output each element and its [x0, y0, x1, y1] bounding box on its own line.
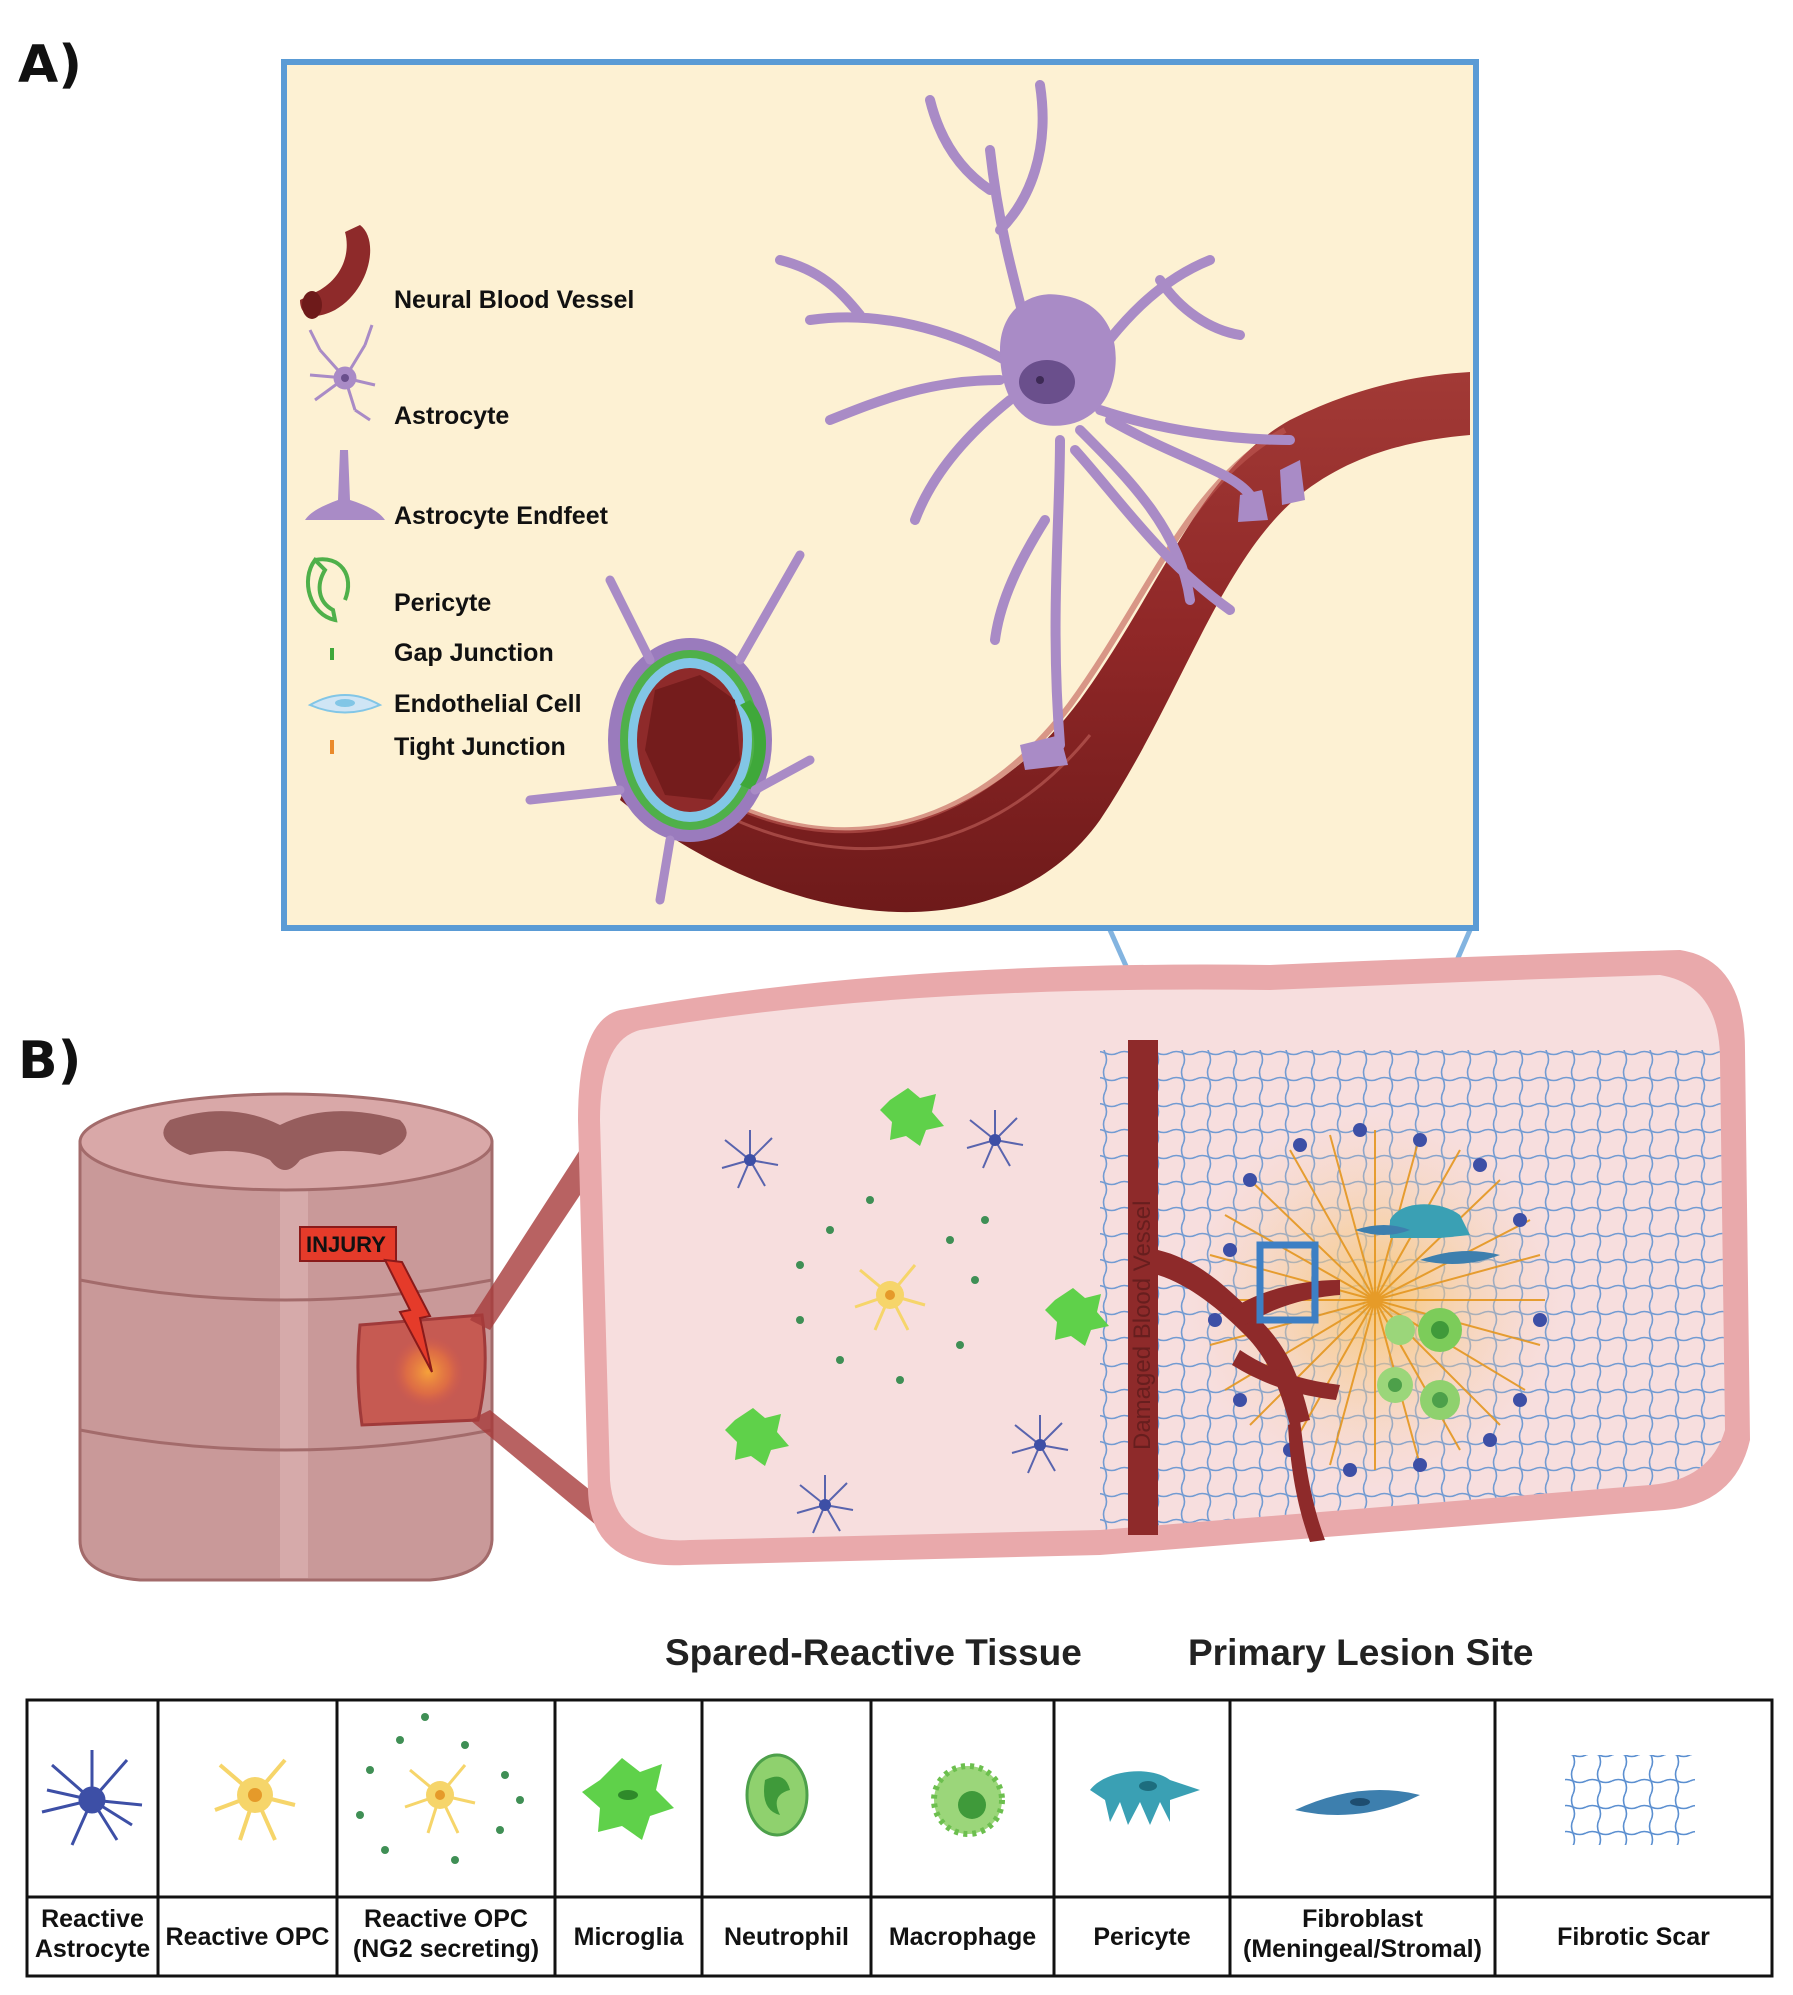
key-label-macrophage: Macrophage [889, 1923, 1036, 1951]
key-label-fibroblast: Fibroblast(Meningeal/Stromal) [1243, 1905, 1482, 1963]
neural-blood-vessel-icon [300, 225, 371, 319]
key-pericyte-icon [1090, 1771, 1200, 1825]
tissue-section: Damaged Blood Vessel [578, 950, 1750, 1566]
panel-b-label: B) [18, 1031, 81, 1091]
key-label-fibrotic-scar: Fibrotic Scar [1557, 1923, 1710, 1951]
lesion-site-title: Primary Lesion Site [1188, 1632, 1533, 1673]
key-reactive-opc-ng2-icon [356, 1713, 524, 1864]
spared-tissue-cells [721, 1088, 1109, 1534]
key-label-line: Reactive [41, 1905, 144, 1933]
tight-junction-icon [330, 740, 334, 754]
key-label-line: Microglia [574, 1923, 685, 1951]
key-frame [25, 1698, 1774, 1978]
panel-a-label: A) [18, 35, 82, 95]
injury-indicator: INJURY [299, 1226, 433, 1373]
astrocyte-icon [308, 324, 376, 422]
damaged-blood-vessel: Damaged Blood Vessel [1128, 1040, 1340, 1542]
astrocyte-endfeet-icon [305, 450, 385, 520]
legend-neural-blood-vessel: Neural Blood Vessel [394, 286, 634, 314]
key-macrophage-icon [931, 1763, 1005, 1837]
key-microglia-icon [582, 1758, 674, 1840]
key-label-line: Macrophage [889, 1923, 1036, 1951]
endothelial-cell-icon [307, 694, 383, 714]
legend-endothelial-cell: Endothelial Cell [394, 690, 582, 718]
key-label-line: (Meningeal/Stromal) [1243, 1935, 1482, 1963]
astrocyte-illustration [775, 80, 1305, 770]
key-label-line: Fibrotic Scar [1557, 1923, 1710, 1951]
zoom-box [1256, 1241, 1319, 1324]
key-label-line: Neutrophil [724, 1923, 849, 1951]
key-label-reactive-opc: Reactive OPC [166, 1923, 330, 1951]
damaged-vessel-label: Damaged Blood Vessel [1129, 1201, 1156, 1451]
pericyte-icon [305, 556, 351, 623]
key-label-line: (NG2 secreting) [353, 1935, 539, 1963]
legend-astrocyte: Astrocyte [394, 402, 509, 430]
injury-label: INJURY [306, 1232, 386, 1257]
spared-tissue-title: Spared-Reactive Tissue [665, 1632, 1082, 1673]
key-label-line: Reactive OPC [166, 1923, 330, 1951]
key-column-dividers [156, 1700, 1497, 1976]
key-label-neutrophil: Neutrophil [724, 1923, 849, 1951]
key-label-line: Astrocyte [35, 1935, 150, 1963]
key-reactive-opc-icon [214, 1758, 296, 1841]
legend-astrocyte-endfeet: Astrocyte Endfeet [394, 502, 609, 530]
key-label-reactive-opc-ng2: Reactive OPC(NG2 secreting) [353, 1905, 539, 1963]
key-neutrophil-icon [745, 1753, 809, 1837]
key-fibroblast-icon [1295, 1790, 1420, 1815]
legend-gap-junction: Gap Junction [394, 639, 554, 667]
key-reactive-astrocyte-icon [41, 1750, 143, 1846]
legend-tight-junction: Tight Junction [394, 733, 566, 761]
legend-pericyte: Pericyte [394, 589, 491, 617]
key-label-line: Fibroblast [1302, 1905, 1424, 1933]
key-label-line: Reactive OPC [364, 1905, 528, 1933]
spinal-cord-segment [78, 1092, 494, 1582]
key-label-line: Pericyte [1093, 1923, 1190, 1951]
key-label-pericyte: Pericyte [1093, 1923, 1190, 1951]
cross-section-astrocyte-processes [525, 550, 815, 905]
lesion-immune-cells [1355, 1204, 1500, 1420]
key-label-microglia: Microglia [574, 1923, 685, 1951]
panel-a-legend: Neural Blood Vessel Astrocyte Astrocyte … [394, 286, 634, 761]
key-fibrotic-scar-icon [1565, 1755, 1695, 1845]
gap-junction-icon [330, 648, 334, 660]
